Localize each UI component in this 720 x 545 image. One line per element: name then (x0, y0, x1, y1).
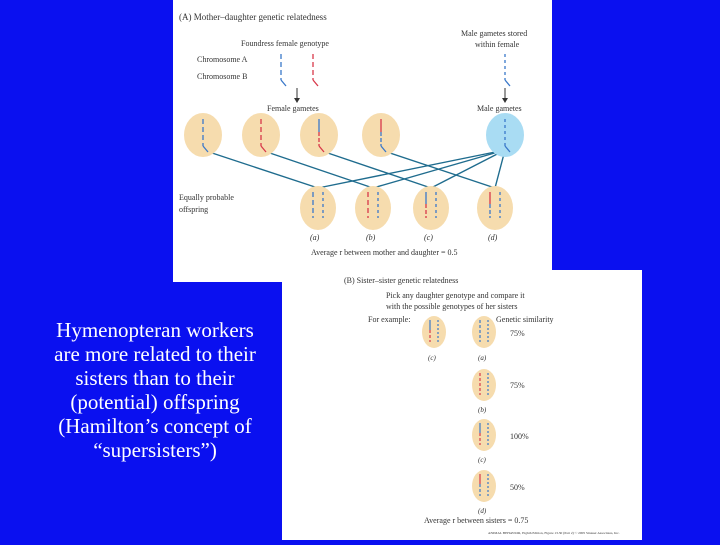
panel-a-diagram: (A) Mother–daughter genetic relatedness … (179, 12, 527, 257)
caption-line-6: “supersisters”) (93, 438, 217, 462)
sister-d (472, 470, 496, 502)
panel-b-average: Average r between sisters = 0.75 (424, 516, 528, 525)
offspring-label-b: (b) (366, 233, 376, 242)
caption-line-3: sisters than to their (75, 366, 235, 390)
male-gametes-label: Male gametes (477, 104, 522, 113)
chromosome-b-label: Chromosome B (197, 72, 247, 81)
sister-c (472, 419, 496, 451)
genetic-similarity-label: Genetic similarity (496, 315, 554, 324)
foundress-label: Foundress female genotype (241, 39, 329, 48)
offspring-label-c: (c) (424, 233, 433, 242)
instruction-line-2: with the possible genotypes of her siste… (386, 302, 518, 311)
sister-a-similarity: 75% (510, 329, 525, 338)
sister-c-similarity: 100% (510, 432, 529, 441)
panel-b-diagram: (B) Sister–sister genetic relatedness Pi… (344, 276, 620, 536)
male-gamete (486, 113, 524, 157)
slide-caption: Hymenopteran workers are more related to… (30, 318, 280, 462)
female-gametes-label: Female gametes (267, 104, 319, 113)
sister-b (472, 369, 496, 401)
figure-credit: ANIMAL BEHAVIOR, Eighth Edition, Figure … (488, 530, 620, 536)
sister-a (472, 316, 496, 348)
female-gamete-4 (362, 113, 400, 157)
instruction-line-1: Pick any daughter genotype and compare i… (386, 291, 525, 300)
reference-label: (c) (428, 354, 436, 362)
male-stored-label-1: Male gametes stored (461, 29, 527, 38)
female-gamete-2 (242, 113, 280, 157)
offspring-a (300, 186, 336, 230)
caption-line-5: (Hamilton’s concept of (58, 414, 252, 438)
panel-a-title: (A) Mother–daughter genetic relatedness (179, 12, 327, 22)
sister-d-similarity: 50% (510, 483, 525, 492)
gamete-connectors (202, 149, 506, 189)
caption-line-1: Hymenopteran workers (56, 318, 254, 342)
female-gamete-3 (300, 113, 338, 157)
offspring-label-d: (d) (488, 233, 498, 242)
sister-b-label: (b) (478, 406, 487, 414)
panel-sister-sister: (B) Sister–sister genetic relatedness Pi… (282, 270, 642, 540)
panel-a-average: Average r between mother and daughter = … (311, 248, 458, 257)
offspring-label-1: Equally probable (179, 193, 234, 202)
offspring-d (477, 186, 513, 230)
caption-line-2: are more related to their (54, 342, 256, 366)
offspring-label-a: (a) (310, 233, 320, 242)
sister-d-label: (d) (478, 507, 487, 515)
reference-daughter (422, 316, 446, 348)
sister-c-label: (c) (478, 456, 486, 464)
offspring-label-2: offspring (179, 205, 208, 214)
for-example-label: For example: (368, 315, 410, 324)
offspring-b (355, 186, 391, 230)
chromosome-a-label: Chromosome A (197, 55, 248, 64)
stored-male-gamete (504, 54, 511, 87)
offspring-c (413, 186, 449, 230)
foundress-genotype (280, 54, 319, 87)
caption-line-4: (potential) offspring (70, 390, 240, 414)
panel-b-title: (B) Sister–sister genetic relatedness (344, 276, 458, 285)
panel-mother-daughter: (A) Mother–daughter genetic relatedness … (173, 0, 552, 282)
male-stored-label-2: within female (475, 40, 520, 49)
sister-b-similarity: 75% (510, 381, 525, 390)
female-gamete-1 (184, 113, 222, 157)
sister-a-label: (a) (478, 354, 487, 362)
